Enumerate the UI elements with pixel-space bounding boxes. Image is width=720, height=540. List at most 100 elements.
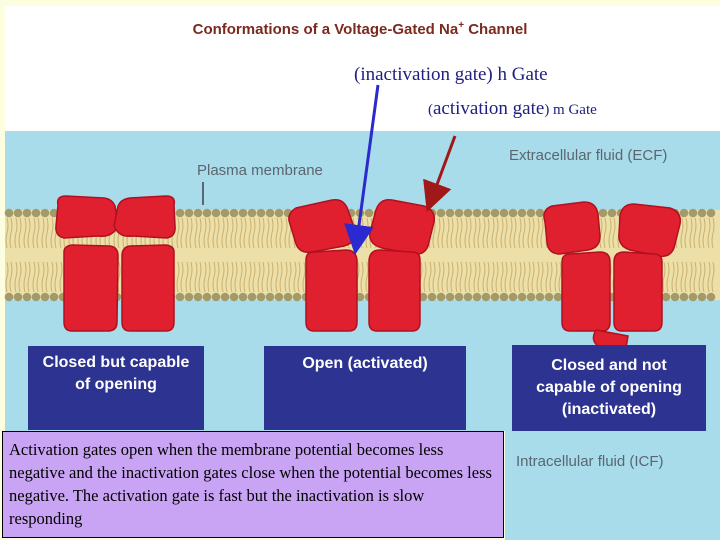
lipid-head [49,208,59,218]
lipid-head [697,208,707,218]
lipid-head [265,292,275,302]
ecf-label: Extracellular fluid (ECF) [509,147,668,164]
lipid-head [472,208,482,218]
state-label-3b: capable of opening [536,379,682,396]
lipid-head [22,292,32,302]
state-box-open: Open (activated) [264,346,466,430]
lipid-head [193,208,203,218]
slide-title: Conformations of a Voltage-Gated Na+ Cha… [192,20,528,38]
lipid-head [22,208,32,218]
lipid-head [535,208,545,218]
lipid-tail [284,261,292,293]
lipid-head [472,292,482,302]
lipid-head [607,208,617,218]
lipid-tail [536,261,544,293]
lipid-tail [509,217,517,249]
lipid-head [517,208,527,218]
lipid-tail [446,261,454,293]
lipid-head [4,208,14,218]
lipid-tail [176,217,184,249]
lipid-head [706,292,716,302]
lipid-head [355,292,365,302]
lipid-head [544,292,554,302]
lipid-tail [662,261,670,293]
lipid-head [508,292,518,302]
lipid-tail [41,217,49,249]
subunit-left-open [305,249,358,332]
lipid-tail [473,261,481,293]
lipid-head [517,292,527,302]
lipid-tail [680,217,688,249]
lipid-tail [608,217,616,249]
lipid-head [193,292,203,302]
lipid-head [445,292,455,302]
lipid-head [445,208,455,218]
lipid-head [274,208,284,218]
lipid-head [508,208,518,218]
lipid-head [175,292,185,302]
lipid-tail [32,217,40,249]
lipid-tail [14,261,22,293]
lipid-head [481,292,491,302]
lipid-tail [194,261,202,293]
lipid-tail [491,217,499,249]
lipid-tail [455,261,463,293]
lipid-tail [5,217,13,249]
lipid-tail [518,261,526,293]
lipid-head [535,292,545,302]
lipid-head [238,292,248,302]
lipid-head [247,208,257,218]
lipid-head [688,208,698,218]
lipid-head [292,292,302,302]
explanation-note: Activation gates open when the membrane … [2,431,504,538]
lipid-tail [266,217,274,249]
lipid-head [679,208,689,218]
lipid-head [31,208,41,218]
lipid-tail [266,261,274,293]
lipid-head [553,292,563,302]
lipid-head [670,292,680,302]
lipid-head [679,292,689,302]
subunit-right [121,244,175,332]
lipid-head [184,208,194,218]
lipid-head [499,292,509,302]
lipid-tail [464,217,472,249]
state-label-1b: of opening [75,376,157,393]
gate-right-top [113,195,176,239]
lipid-tail [599,217,607,249]
lipid-head [247,292,257,302]
lipid-tail [203,217,211,249]
lipid-head [265,208,275,218]
state-label-3a: Closed and not [551,357,667,374]
lipid-head [40,292,50,302]
h-gate-label: (inactivation gate) h Gate [354,64,548,85]
lipid-head [526,292,536,302]
lipid-tail [680,261,688,293]
lipid-head [526,208,536,218]
plasma-membrane-label: Plasma membrane [197,162,323,179]
lipid-head [238,208,248,218]
lipid-tail [527,217,535,249]
lipid-tail [698,261,706,293]
lipid-tail [275,217,283,249]
lipid-head [481,208,491,218]
lipid-head [202,292,212,302]
lipid-head [499,208,509,218]
lipid-tail [707,217,715,249]
lipid-head [211,292,221,302]
lipid-head [184,292,194,302]
m-gate-arrow [423,135,457,213]
subunit-left-inact [561,251,611,332]
lipid-tail [293,261,301,293]
lipid-tail [500,261,508,293]
lipid-tail [518,217,526,249]
lipid-head [454,292,464,302]
lipid-tail [185,261,193,293]
subunit-left [63,244,119,332]
lipid-head [13,292,23,302]
lipid-head [49,292,59,302]
lipid-tail [689,261,697,293]
